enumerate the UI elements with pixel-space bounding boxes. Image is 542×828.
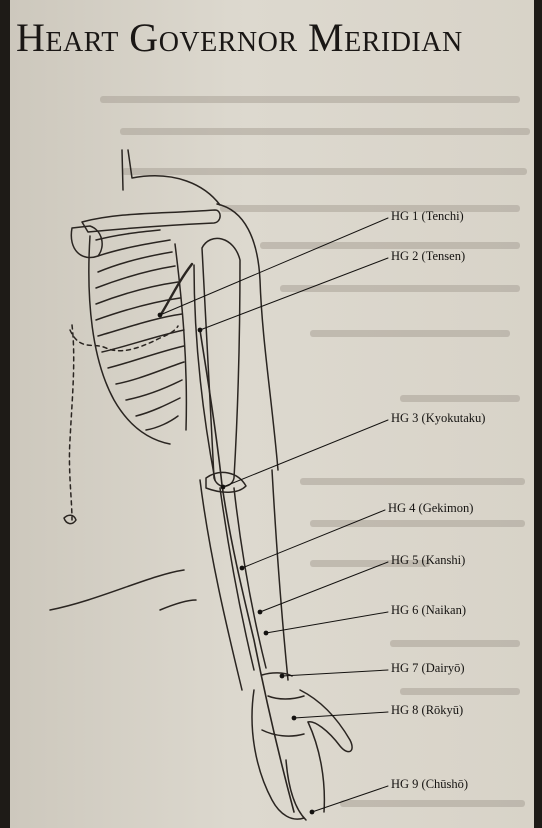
acupoint-hg4 <box>240 566 245 571</box>
leader-line-hg4 <box>242 510 385 568</box>
humerus <box>202 238 240 486</box>
wrist-crease <box>268 696 304 699</box>
torso-outline <box>50 570 184 610</box>
hand-outline <box>300 690 352 752</box>
rib <box>96 230 160 240</box>
neck-outline <box>122 150 123 190</box>
leader-line-hg6 <box>266 612 388 633</box>
leader-line-hg7 <box>282 670 388 676</box>
rib <box>98 314 182 336</box>
leader-line-hg2 <box>200 258 388 330</box>
rib <box>126 380 182 400</box>
acupoint-hg8 <box>292 716 297 721</box>
point-label-hg8: HG 8 (Rōkyū) <box>391 703 463 718</box>
torso-outline <box>160 600 196 610</box>
acupoint-hg9 <box>310 810 315 815</box>
acupoint-hg7 <box>280 674 285 679</box>
hand-outline <box>252 690 304 819</box>
acupoint-hg2 <box>198 328 203 333</box>
rib-cage-outline <box>89 236 170 444</box>
rib-cage-outline <box>175 244 186 430</box>
acupoint-hg5 <box>258 610 263 615</box>
rib <box>146 416 178 430</box>
navel-mark <box>64 515 76 523</box>
acupoint-hg3 <box>221 485 226 490</box>
pericardium-dashed <box>70 326 178 351</box>
clavicle <box>82 210 220 232</box>
thumb <box>308 722 324 812</box>
meridian-line-arm <box>200 330 294 812</box>
point-label-hg1: HG 1 (Tenchi) <box>391 209 464 224</box>
leader-line-hg9 <box>312 786 388 812</box>
point-label-hg2: HG 2 (Tensen) <box>391 249 465 264</box>
point-label-hg3: HG 3 (Kyokutaku) <box>391 411 485 426</box>
elbow <box>206 472 246 492</box>
rib <box>108 346 184 368</box>
neck-outline <box>128 150 220 205</box>
upper-arm-outline <box>217 204 278 470</box>
palm-line <box>262 730 304 736</box>
rib <box>116 362 184 384</box>
point-label-hg4: HG 4 (Gekimon) <box>388 501 473 516</box>
rib <box>136 398 180 416</box>
point-label-hg9: HG 9 (Chūshō) <box>391 777 468 792</box>
acupoint-hg6 <box>264 631 269 636</box>
leader-line-hg8 <box>294 712 388 718</box>
leader-line-hg3 <box>223 420 388 487</box>
point-label-hg6: HG 6 (Naikan) <box>391 603 466 618</box>
pericardium-dashed <box>69 325 73 520</box>
acupoint-hg1 <box>158 313 163 318</box>
point-label-hg5: HG 5 (Kanshi) <box>391 553 465 568</box>
forearm-outline <box>272 470 288 680</box>
point-label-hg7: HG 7 (Dairyō) <box>391 661 465 676</box>
book-page: Heart Governor Meridian <box>10 0 534 828</box>
